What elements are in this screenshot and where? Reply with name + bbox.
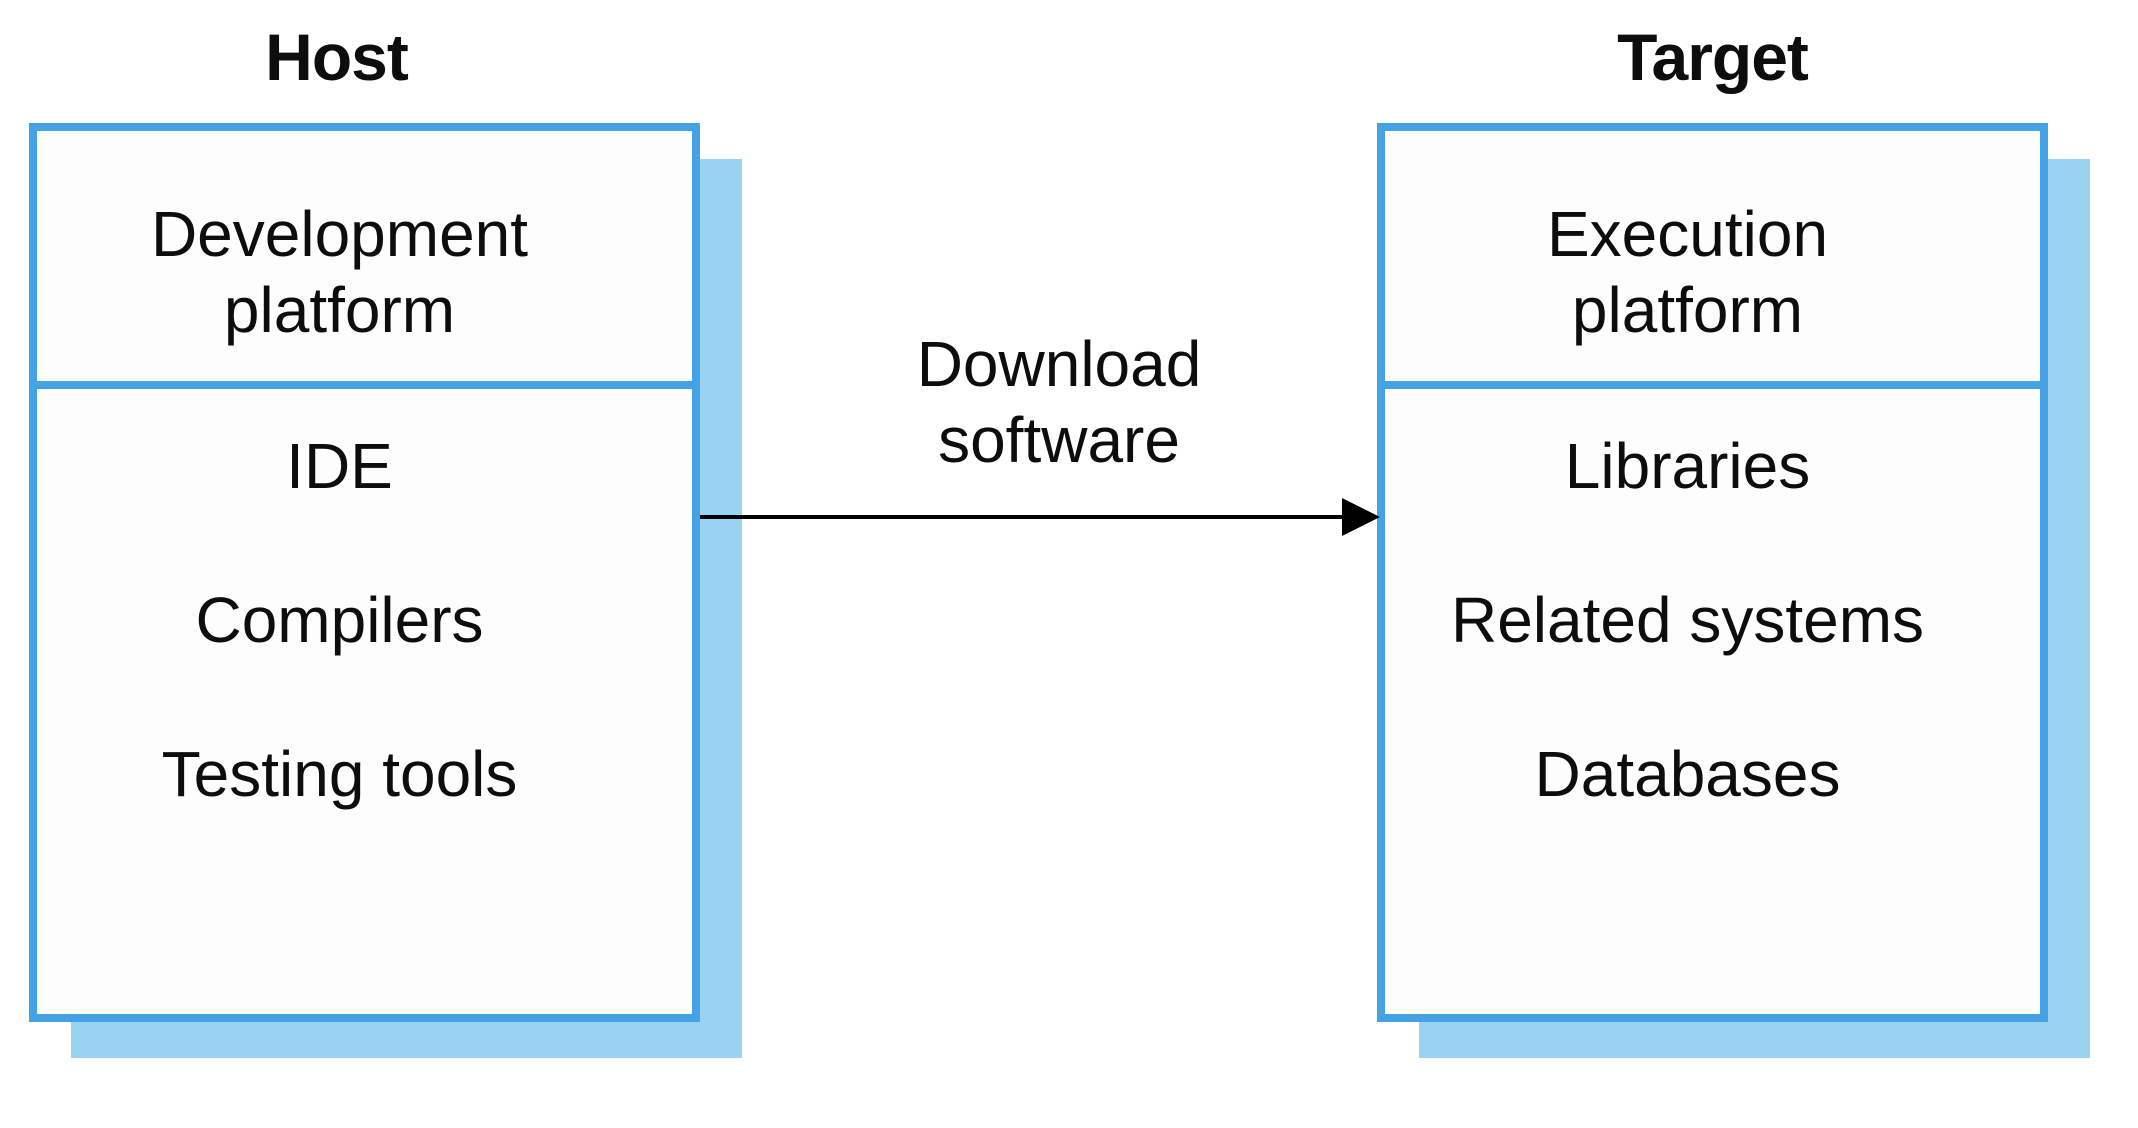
list-item: Related systems: [1385, 543, 2040, 697]
host-header-cell: Development platform: [37, 131, 692, 389]
target-item-databases: Databases: [1534, 738, 1841, 810]
target-item-list: Libraries Related systems Databases: [1385, 389, 2040, 1014]
host-header-label: Development platform: [150, 198, 529, 346]
target-header-cell: Execution platform: [1385, 131, 2040, 389]
download-arrow-head-icon: [1342, 498, 1380, 536]
list-item: IDE: [37, 389, 692, 543]
target-item-related-systems: Related systems: [1450, 584, 1925, 656]
host-item-ide: IDE: [286, 430, 393, 502]
host-item-compilers: Compilers: [195, 584, 484, 656]
list-item: Databases: [1385, 697, 2040, 851]
host-title: Host: [265, 20, 409, 94]
host-item-list: IDE Compilers Testing tools: [37, 389, 692, 1014]
target-title: Target: [1617, 20, 1809, 94]
target-header-label: Execution platform: [1546, 198, 1829, 346]
list-item: Libraries: [1385, 389, 2040, 543]
host-box: Development platform IDE Compilers Testi…: [29, 123, 700, 1022]
target-item-libraries: Libraries: [1564, 430, 1811, 502]
target-box: Execution platform Libraries Related sys…: [1377, 123, 2048, 1022]
host-item-testing-tools: Testing tools: [161, 738, 518, 810]
list-item: Compilers: [37, 543, 692, 697]
download-arrow-line: [700, 515, 1348, 519]
download-arrow-label: Download software: [916, 328, 1202, 476]
list-item: Testing tools: [37, 697, 692, 851]
